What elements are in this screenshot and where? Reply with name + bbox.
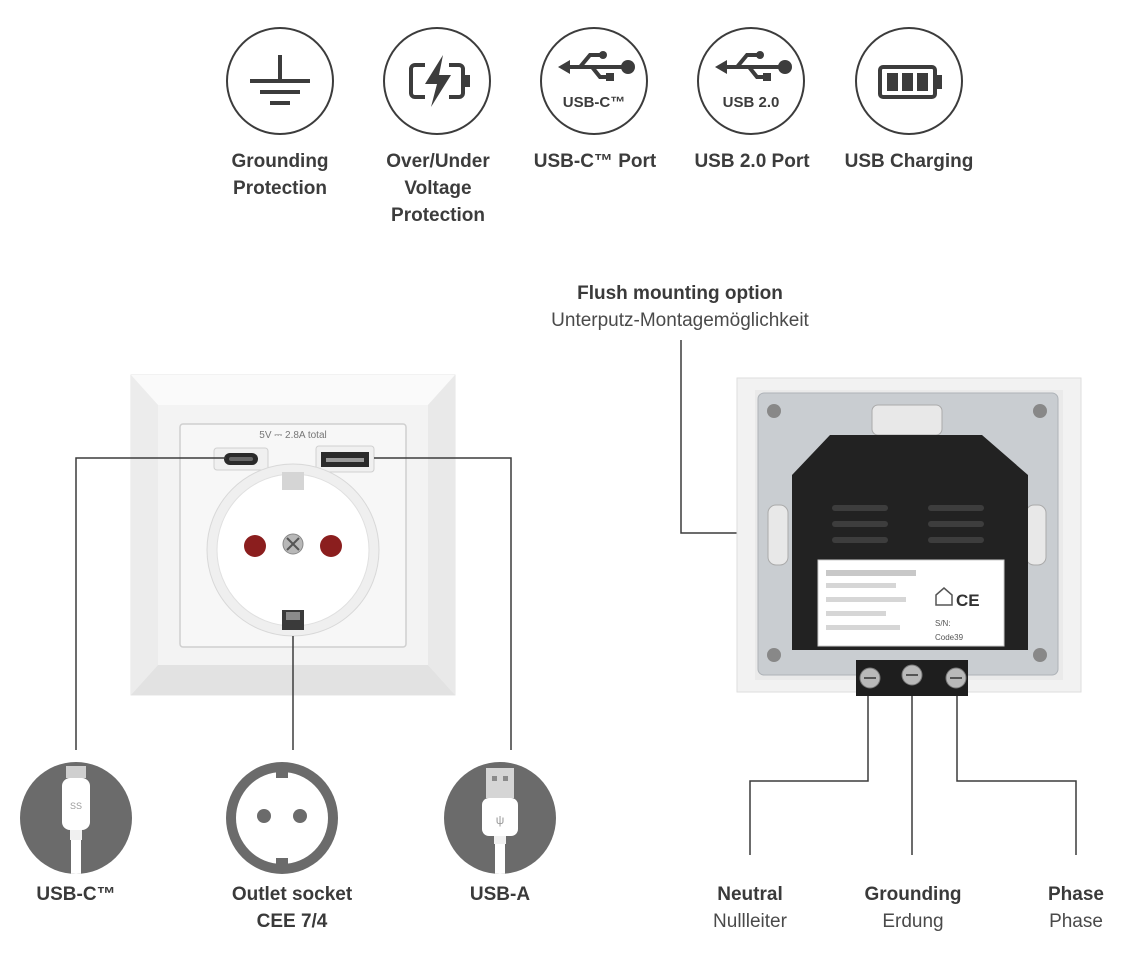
voltage-protection-icon [383,27,491,135]
usb-c-cable-icon: SS [20,762,132,874]
pin-hole-left [244,535,266,557]
leader-usb-c [75,457,226,750]
battery-charging-icon [855,27,963,135]
label-code: Code39 [935,633,964,642]
feature-label-voltage: Over/Under Voltage Protection [386,151,490,226]
feature-label-usb-charging: USB Charging [844,151,974,172]
terminal-title-grounding: Grounding [864,884,962,905]
terminal-subtitle-phase: Phase [1049,911,1103,932]
frame-bevel-right [428,375,455,695]
flush-mounting-title: Flush mounting option [577,283,783,304]
callout-title-outlet: Outlet socket [231,884,353,905]
terminal-title-phase: Phase [1048,884,1104,905]
feature-label-grounding: Grounding Protection [231,151,329,199]
usb-a-cable-icon: ψ [444,762,556,874]
flush-clip-left [767,504,789,566]
grounding-icon [226,27,334,135]
front-socket-illustration: 5V ⎓ 2.8A total [75,374,512,750]
leader-usb-a [374,457,512,750]
usb-c-icon: USB-C™ [540,27,648,135]
leader-neutral [749,696,869,855]
callout-title-usb-c: USB-C™ [36,884,116,905]
svg-text:SS: SS [70,801,82,811]
terminal-title-neutral: Neutral [717,884,783,905]
rating-text: 5V ⎓ 2.8A total [259,430,326,441]
terminal-subtitle-neutral: Nullleiter [713,911,787,932]
svg-text:ψ: ψ [496,813,505,827]
flush-mounting-subtitle: Unterputz-Montagemöglichkeit [551,310,809,331]
feature-label-usb-2: USB 2.0 Port [694,151,810,172]
callout-subtitle-outlet: CEE 7/4 [256,911,328,932]
usb-2-icon: USB 2.0 [697,27,805,135]
terminal-subtitle-grounding: Erdung [882,911,944,932]
usb-2-icon-text: USB 2.0 [723,94,780,111]
pin-hole-right [320,535,342,557]
usb-c-icon-text: USB-C™ [563,94,626,111]
flush-clip-right [1025,504,1047,566]
label-sn: S/N: [935,619,951,628]
outlet-socket-icon [226,762,338,874]
leader-phase [956,696,1077,855]
svg-text:CE: CE [956,591,980,610]
feature-label-usb-c: USB-C™ Port [533,151,657,172]
frame-bevel-top [131,375,455,405]
ground-clip-top [282,472,304,490]
back-module-illustration: CE S/N: Code39 [680,340,1082,855]
callout-title-usb-a: USB-A [469,884,531,905]
frame-bevel-left [131,375,158,695]
